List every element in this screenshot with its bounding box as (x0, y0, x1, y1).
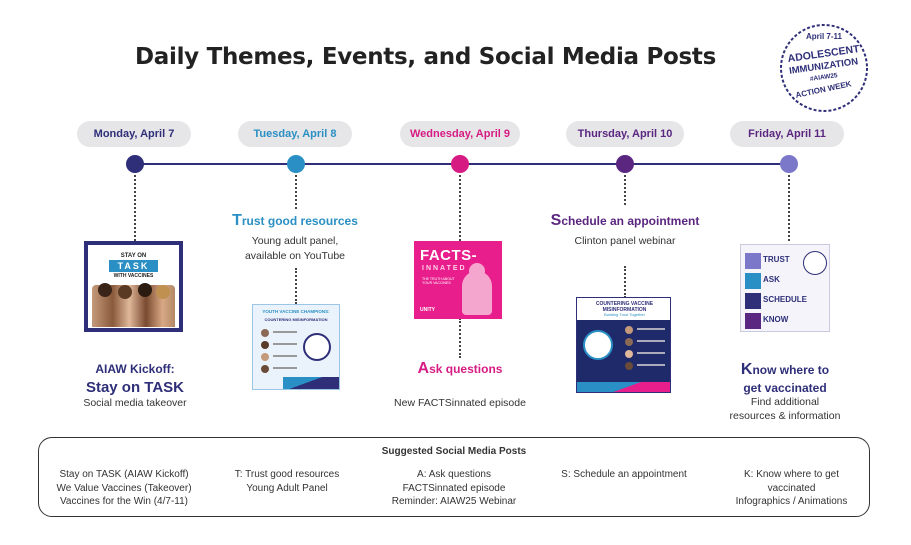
timeline-node-wednesday (451, 155, 469, 173)
timeline-node-thursday (616, 155, 634, 173)
monday-subtext: Social media takeover (83, 397, 187, 409)
timeline-node-tuesday (287, 155, 305, 173)
wednesday-heading: Ask questions (417, 360, 503, 377)
svg-text:ACTION WEEK: ACTION WEEK (795, 79, 853, 100)
day-pill-wednesday: Wednesday, April 9 (400, 121, 520, 147)
timeline-node-friday (780, 155, 798, 173)
day-pill-monday: Monday, April 7 (77, 121, 191, 147)
friday-post-image: TRUST ASK SCHEDULE KNOW (740, 244, 830, 332)
page-title: Daily Themes, Events, and Social Media P… (134, 44, 716, 70)
friday-heading: Know where to get vaccinated (740, 361, 830, 395)
suggested-posts-monday: Stay on TASK (AIAW Kickoff)We Value Vacc… (56, 469, 192, 507)
svg-text:#AIAW25: #AIAW25 (810, 72, 839, 83)
svg-text:April 7-11: April 7-11 (806, 32, 843, 41)
connector-wednesday-top (459, 175, 461, 241)
thursday-post-image: COUNTERING VACCINE MISINFORMATION Buildi… (576, 297, 671, 393)
suggested-posts-title: Suggested Social Media Posts (381, 446, 527, 457)
thursday-heading: Schedule an appointment (550, 212, 700, 229)
thursday-subtext: Clinton panel webinar (574, 235, 676, 247)
connector-wednesday-bottom (459, 318, 461, 358)
day-pill-tuesday: Tuesday, April 8 (238, 121, 352, 147)
tuesday-post-image: YOUTH VACCINE CHAMPIONS: COUNTERING MISI… (252, 304, 340, 390)
wednesday-subtext: New FACTSinnated episode (394, 397, 526, 409)
monday-post-image: STAY ON TASK WITH VACCINES (84, 241, 183, 332)
connector-monday (134, 175, 136, 241)
tuesday-heading: Trust good resources (232, 212, 358, 229)
connector-thursday-top (624, 175, 626, 205)
aiaw-badge-logo: April 7-11 ADOLESCENT IMMUNIZATION #AIAW… (778, 22, 870, 114)
day-pill-friday: Friday, April 11 (730, 121, 844, 147)
suggested-posts-thursday: S: Schedule an appointment (561, 469, 687, 480)
connector-thursday-bottom (624, 266, 626, 298)
timeline-node-monday (126, 155, 144, 173)
tuesday-subtext: Young adult panel,available on YouTube (244, 235, 346, 263)
suggested-posts-box: Suggested Social Media Posts Stay on TAS… (38, 437, 870, 517)
connector-tuesday-bottom (295, 268, 297, 304)
monday-heading: AIAW Kickoff: Stay on TASK (85, 362, 185, 396)
connector-tuesday-top (295, 175, 297, 209)
connector-friday (788, 175, 790, 241)
day-pill-thursday: Thursday, April 10 (566, 121, 684, 147)
wednesday-post-image: FACTS- INNATED THE TRUTH ABOUT YOUR VACC… (414, 241, 502, 319)
